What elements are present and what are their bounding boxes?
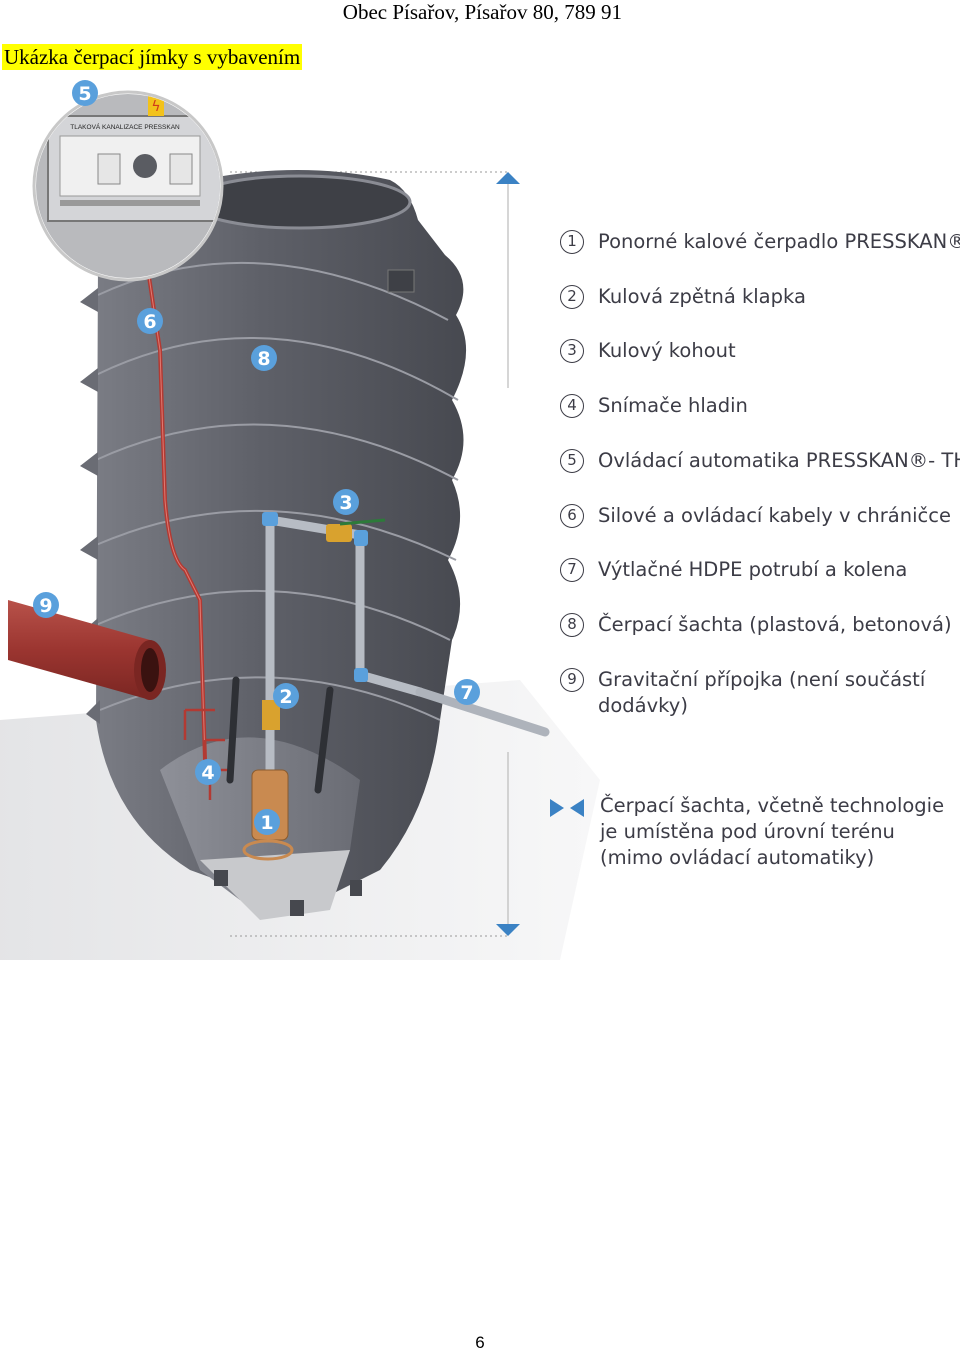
svg-text:1: 1 <box>260 812 273 834</box>
legend-item: 6 Silové a ovládací kabely v chráničce <box>560 503 951 529</box>
legend-item: 3 Kulový kohout <box>560 338 736 364</box>
legend-number: 5 <box>560 449 584 473</box>
legend-label: Ponorné kalové čerpadlo PRESSKAN® <box>598 230 960 253</box>
legend-label: Snímače hladin <box>598 394 748 417</box>
legend-item: 9 Gravitační přípojka (není součástí dod… <box>560 667 928 719</box>
legend-number: 7 <box>560 558 584 582</box>
callout-7: 7 <box>454 679 480 705</box>
svg-text:ϟ: ϟ <box>151 99 160 115</box>
legend-number: 6 <box>560 504 584 528</box>
legend-item: 2 Kulová zpětná klapka <box>560 284 806 310</box>
sump-diagram: ϟ TLAKOVÁ KANALIZACE PRESSKAN 5 6 8 3 <box>0 80 960 960</box>
document-header: Obec Písařov, Písařov 80, 789 91 <box>342 0 622 24</box>
legend-number: 1 <box>560 230 584 254</box>
legend-item: 5 Ovládací automatika PRESSKAN®- THS <box>560 448 960 474</box>
legend-number: 9 <box>560 668 584 692</box>
page-number: 6 <box>475 1333 485 1352</box>
svg-text:3: 3 <box>339 492 352 514</box>
legend-number: 3 <box>560 339 584 363</box>
svg-text:7: 7 <box>460 682 473 704</box>
legend-number: 8 <box>560 613 584 637</box>
legend-item: 4 Snímače hladin <box>560 393 748 419</box>
callout-8: 8 <box>251 345 277 371</box>
note-text: Čerpací šachta, včetně technologie je um… <box>600 794 945 869</box>
svg-text:9: 9 <box>39 595 52 617</box>
double-arrow-icon <box>550 799 584 817</box>
legend-item: 1 Ponorné kalové čerpadlo PRESSKAN® <box>560 229 960 255</box>
legend-label: Kulová zpětná klapka <box>598 285 806 308</box>
legend-label: Silové a ovládací kabely v chráničce <box>598 504 951 527</box>
legend-label: Ovládací automatika PRESSKAN®- THS <box>598 449 960 472</box>
callout-1: 1 <box>254 809 280 835</box>
callout-2: 2 <box>273 683 299 709</box>
legend-label: Kulový kohout <box>598 339 736 362</box>
legend-number: 4 <box>560 394 584 418</box>
callout-5: 5 <box>72 80 98 106</box>
callout-6: 6 <box>137 308 163 334</box>
legend-item: 7 Výtlačné HDPE potrubí a kolena <box>560 557 907 583</box>
page-title: Ukázka čerpací jímky s vybavením <box>2 44 303 70</box>
svg-text:2: 2 <box>279 686 292 708</box>
sump-illustration: ϟ TLAKOVÁ KANALIZACE PRESSKAN 5 6 8 3 <box>0 80 600 960</box>
svg-text:6: 6 <box>143 311 156 333</box>
legend-number: 2 <box>560 285 584 309</box>
legend-label: Gravitační přípojka (není součástí dodáv… <box>598 668 926 717</box>
callout-4: 4 <box>195 759 221 785</box>
placement-note: Čerpací šachta, včetně technologie je um… <box>548 793 960 871</box>
callout-9: 9 <box>33 592 59 618</box>
svg-text:8: 8 <box>257 348 270 370</box>
legend-label: Výtlačné HDPE potrubí a kolena <box>598 558 908 581</box>
svg-text:4: 4 <box>201 762 214 784</box>
panel-label: TLAKOVÁ KANALIZACE PRESSKAN <box>70 122 180 131</box>
callout-3: 3 <box>333 489 359 515</box>
legend-item: 8 Čerpací šachta (plastová, betonová) <box>560 612 952 638</box>
svg-text:5: 5 <box>78 83 91 105</box>
legend-label: Čerpací šachta (plastová, betonová) <box>598 613 952 636</box>
